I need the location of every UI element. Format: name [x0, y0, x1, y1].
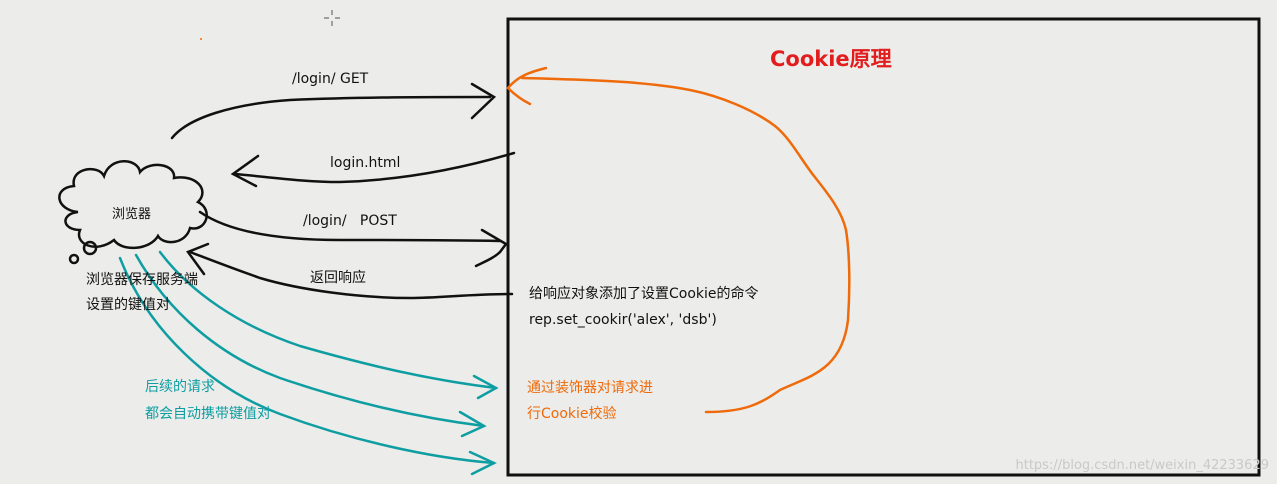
- response-arrowhead: [186, 242, 210, 276]
- server-note-line1: 给响应对象添加了设置Cookie的命令: [529, 286, 759, 302]
- get-request-label: /login/ GET: [292, 71, 369, 87]
- html-arrow: [232, 151, 516, 184]
- cookie-verify-arrowhead: [506, 66, 548, 106]
- decorator-note-line1: 通过装饰器对请求进: [527, 380, 653, 396]
- get-arrowhead: [470, 82, 497, 120]
- browser-note-line1: 浏览器保存服务端: [86, 272, 198, 288]
- followup-arrow-3: [118, 256, 496, 465]
- decorator-note-line2: 行Cookie校验: [527, 406, 617, 422]
- diagram-title: Cookie原理: [770, 47, 892, 71]
- watermark: https://blog.csdn.net/weixin_42233629: [1015, 458, 1269, 473]
- post-arrow: [198, 210, 502, 243]
- post-request-label: /login/ POST: [303, 213, 397, 229]
- followup-arrow-2: [134, 253, 486, 428]
- browser-label: 浏览器: [112, 207, 152, 222]
- get-arrow: [170, 95, 492, 140]
- post-arrowhead: [474, 228, 508, 268]
- followup-arrow-3-head: [468, 450, 497, 476]
- followup-arrow-1-head: [472, 374, 499, 400]
- followup-note-line1: 后续的请求: [145, 379, 215, 395]
- response-arrow: [188, 250, 514, 300]
- cookie-verify-curve: [520, 76, 851, 414]
- html-response-label: login.html: [330, 155, 401, 171]
- followup-arrow-2-head: [458, 410, 487, 438]
- cloud-tail-small: [68, 253, 80, 265]
- browser-note-line2: 设置的键值对: [86, 297, 170, 313]
- browser-cloud: [58, 160, 208, 249]
- response-label: 返回响应: [310, 270, 366, 286]
- server-box: [506, 17, 1261, 477]
- followup-note-line2: 都会自动携带键值对: [145, 406, 271, 422]
- html-arrowhead: [230, 154, 260, 188]
- followup-arrow-1: [158, 250, 498, 390]
- crosshair-cursor-icon: [324, 10, 340, 26]
- server-note-line2: rep.set_cookir('alex', 'dsb'): [529, 312, 717, 328]
- orange-dot: [200, 38, 202, 40]
- cloud-tail-large: [82, 240, 98, 256]
